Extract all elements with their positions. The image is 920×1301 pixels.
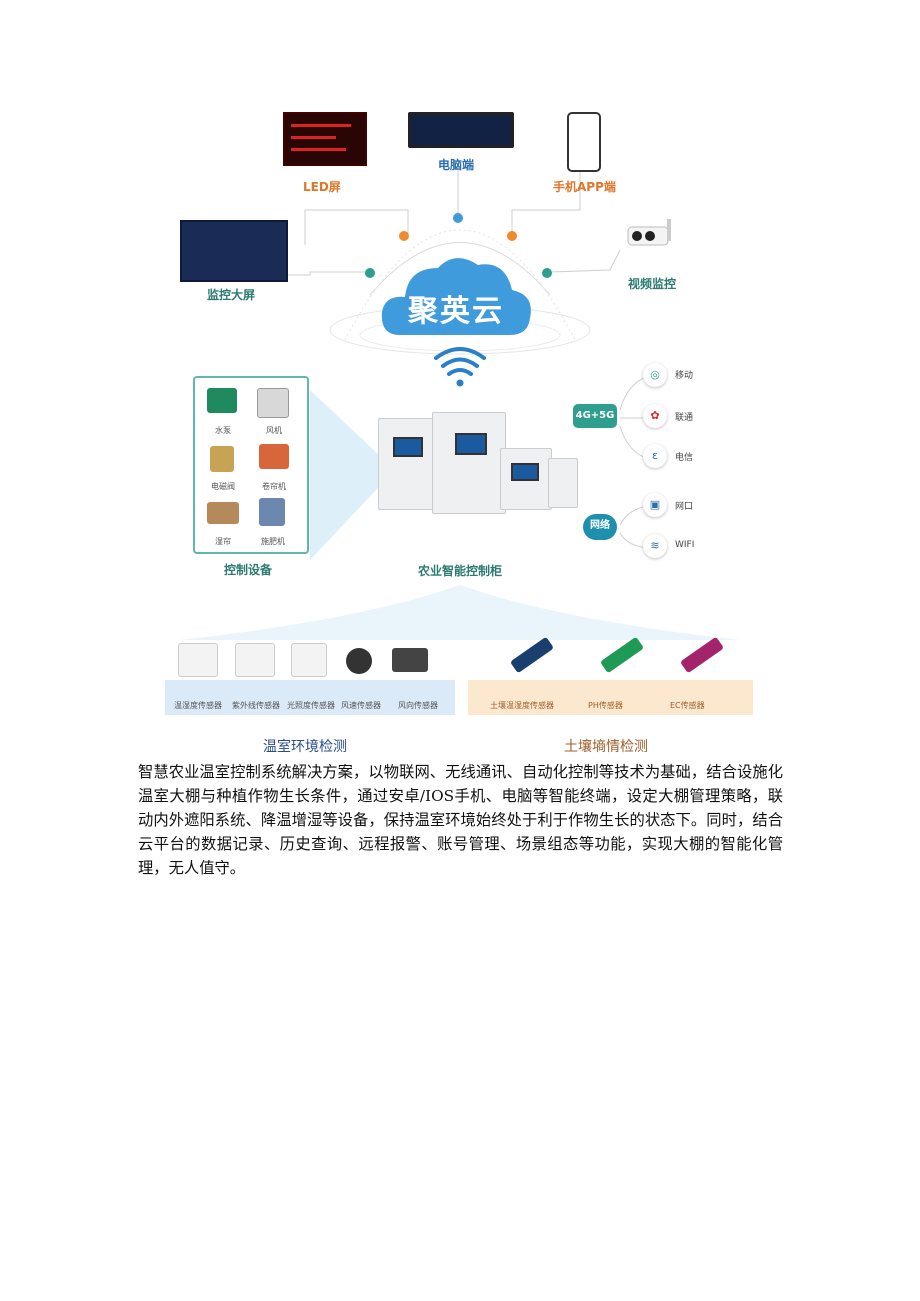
green-dot <box>542 268 552 278</box>
label-app: 手机APP端 <box>553 180 616 194</box>
caption-soil-moisture: 土壤墒情检测 <box>564 739 648 755</box>
label-pump: 水泵 <box>215 426 231 435</box>
env-sensor-1: 紫外线传感器 <box>232 701 280 710</box>
orange-dot <box>507 231 517 241</box>
label-cabinet: 农业智能控制柜 <box>418 564 503 578</box>
caption-greenhouse-env: 温室环境检测 <box>263 739 347 755</box>
ethernet-port-icon: ▣ <box>643 493 667 517</box>
label-roller: 卷帘机 <box>262 482 286 491</box>
label-fertilizer: 施肥机 <box>261 537 285 546</box>
label-mobile: 移动 <box>675 371 694 381</box>
cabinet-small <box>378 418 440 510</box>
valve-image <box>210 446 234 472</box>
cloud-shape <box>381 258 531 335</box>
soil-sensor-1: PH传感器 <box>588 701 623 710</box>
china-mobile-icon: ◎ <box>643 363 667 387</box>
temp-humidity-sensor-image <box>178 643 218 677</box>
soil-sensor-strip <box>468 680 753 715</box>
label-wifi: WIFI <box>675 540 695 550</box>
soil-sensor-0: 土壤温湿度传感器 <box>490 701 554 710</box>
cloud-label: 聚英云 <box>408 294 504 329</box>
camera-image <box>623 215 683 255</box>
label-valve: 电磁阀 <box>211 482 235 491</box>
label-control-devices: 控制设备 <box>224 563 273 577</box>
label-ethernet: 网口 <box>675 502 694 512</box>
label-led: LED屏 <box>303 180 341 194</box>
roller-image <box>259 444 289 469</box>
4g5g-badge: 4G+5G <box>573 404 617 428</box>
orange-dot <box>399 231 409 241</box>
control-devices-box: 水泵 风机 电磁阀 卷帘机 湿帘 施肥机 <box>193 376 309 554</box>
wind-speed-sensor-image <box>346 648 372 674</box>
pc-monitor-image <box>408 112 514 148</box>
env-sensor-4: 风向传感器 <box>398 701 438 710</box>
soil-sensor-2: EC传感器 <box>670 701 705 710</box>
env-sensor-0: 温湿度传感器 <box>174 701 222 710</box>
wind-direction-sensor-image <box>392 648 428 672</box>
label-unicom: 联通 <box>675 413 694 423</box>
label-wet-curtain: 湿帘 <box>215 537 231 546</box>
cabinet-medium <box>500 448 552 510</box>
label-big-screen: 监控大屏 <box>207 288 256 302</box>
led-screen-image <box>283 112 367 166</box>
pump-image <box>207 388 237 413</box>
phone-image <box>567 112 601 172</box>
cabinet-side <box>548 458 578 508</box>
uv-sensor-image <box>235 643 275 677</box>
env-sensor-strip <box>165 680 455 715</box>
label-fan: 风机 <box>266 426 282 435</box>
china-telecom-icon: ε <box>643 444 667 468</box>
wifi-signal-icon <box>434 347 486 376</box>
light-sensor-image <box>291 643 327 677</box>
diagram-connectors <box>165 160 753 715</box>
green-dot <box>365 268 375 278</box>
monitoring-big-screen-image <box>180 220 288 282</box>
fan-image <box>257 388 289 418</box>
description-paragraph: 智慧农业温室控制系统解决方案，以物联网、无线通讯、自动化控制等技术为基础，结合设… <box>138 763 783 877</box>
network-badge: 网络 <box>583 514 617 540</box>
china-unicom-icon: ✿ <box>643 404 667 428</box>
label-telecom: 电信 <box>675 453 694 463</box>
fertilizer-image <box>259 498 285 526</box>
blue-dot <box>453 213 463 223</box>
env-sensor-3: 风速传感器 <box>341 701 381 710</box>
env-sensor-2: 光照度传感器 <box>287 701 335 710</box>
wet-curtain-image <box>207 502 239 524</box>
cabinet-large <box>432 412 506 514</box>
label-pc: 电脑端 <box>438 158 475 172</box>
label-video: 视频监控 <box>628 277 677 291</box>
wifi-icon: ≋ <box>643 534 667 558</box>
system-architecture-diagram: LED屏 电脑端 手机APP端 监控大屏 视频监控 聚英云 水泵 风机 电磁阀 … <box>160 100 760 720</box>
